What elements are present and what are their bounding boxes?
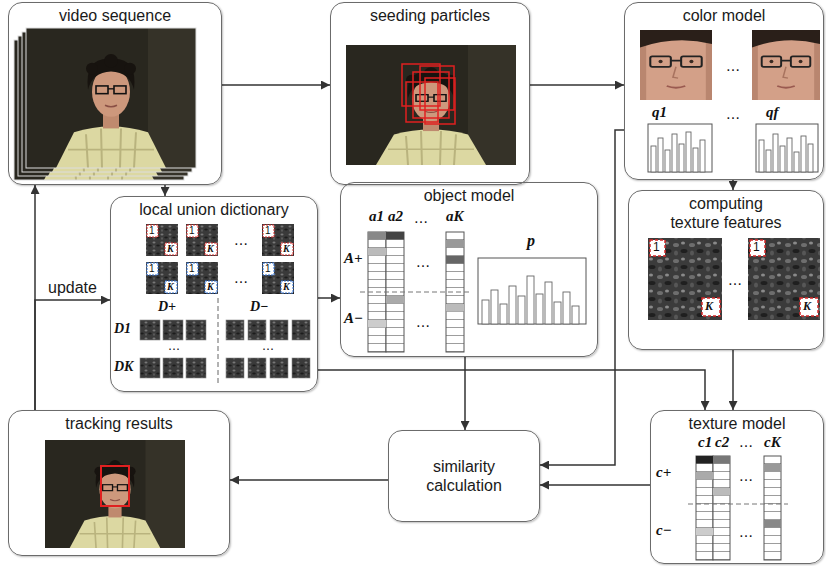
flow-arrow (464, 357, 466, 430)
math-symbol: aK (446, 208, 464, 225)
process-box: tracking results (8, 410, 230, 556)
flow-arrow (732, 350, 734, 410)
math-symbol: D− (250, 299, 269, 315)
tracking-frame (45, 440, 185, 548)
process-box: seeding particles (330, 2, 530, 185)
math-symbol: c− (656, 522, 672, 539)
edge-label: update (46, 278, 99, 297)
math-symbol: K (207, 281, 214, 293)
patch-index: 1 (753, 241, 760, 255)
ellipsis: … (262, 340, 274, 354)
box-heading: video sequence (59, 6, 171, 25)
box-heading: local union dictionary (139, 200, 288, 219)
math-symbol: A+ (344, 250, 363, 267)
patch-index: 1 (653, 241, 660, 255)
process-box: video sequence (8, 2, 222, 185)
process-box: similarity calculation (388, 430, 540, 522)
flow-arrow (540, 484, 650, 486)
ellipsis: … (234, 232, 248, 248)
math-symbol: K (207, 243, 214, 255)
math-symbol: q1 (652, 104, 667, 121)
process-box: computing texture features (628, 190, 824, 350)
math-symbol: cK (764, 434, 781, 451)
flow-arrow (732, 180, 734, 190)
math-symbol: c1 (698, 434, 712, 451)
ellipsis: … (739, 434, 753, 450)
color-histograms (640, 30, 820, 172)
flow-arrow (222, 84, 330, 86)
patch-index: 1 (265, 263, 271, 275)
math-symbol: a2 (388, 208, 403, 225)
process-box: local union dictionary (110, 196, 318, 392)
ellipsis: … (416, 254, 430, 270)
math-symbol: K (167, 243, 174, 255)
math-symbol: K (167, 281, 174, 293)
box-heading: texture model (689, 414, 786, 433)
box-heading: seeding particles (370, 6, 490, 25)
box-heading: similarity calculation (414, 457, 514, 495)
process-box: color model (624, 2, 824, 180)
math-symbol: c2 (715, 434, 729, 451)
patch-index: 1 (189, 225, 195, 237)
flow-arrow (164, 185, 166, 196)
ellipsis: … (416, 314, 430, 330)
ellipsis: … (726, 106, 740, 122)
ellipsis: … (168, 340, 180, 354)
math-symbol: a1 (369, 208, 384, 225)
ellipsis: … (414, 210, 428, 226)
math-symbol: K (705, 300, 713, 314)
object-matrix (360, 232, 586, 352)
flow-arrow (230, 479, 388, 481)
patch-index: 1 (149, 263, 155, 275)
math-symbol: K (283, 243, 290, 255)
ellipsis: … (234, 270, 248, 286)
process-box: texture model (650, 410, 824, 564)
ellipsis: … (739, 524, 753, 540)
patch-index: 1 (265, 225, 271, 237)
math-symbol: p (527, 232, 535, 250)
flow-arrow (35, 300, 110, 410)
flow-arrow (540, 130, 624, 465)
math-symbol: qf (766, 104, 779, 121)
box-heading: computing texture features (666, 194, 786, 232)
patch-index: 1 (149, 225, 155, 237)
math-symbol: D+ (158, 299, 176, 315)
ellipsis: … (728, 272, 742, 288)
texture-patches (648, 238, 820, 320)
math-symbol: c+ (656, 464, 671, 481)
math-symbol: D1 (114, 321, 131, 337)
math-symbol: A− (344, 310, 363, 327)
box-heading: color model (683, 6, 766, 25)
math-symbol: K (283, 281, 290, 293)
ellipsis: … (726, 58, 740, 74)
video-frames (14, 28, 196, 180)
texture-matrix (688, 456, 788, 560)
dictionary-patches (140, 224, 310, 386)
box-heading: tracking results (65, 414, 173, 433)
particle-frame (346, 45, 516, 165)
patch-index: 1 (189, 263, 195, 275)
flow-arrow (530, 84, 624, 86)
box-heading: object model (424, 186, 515, 205)
flow-arrow (318, 297, 340, 299)
ellipsis: … (739, 468, 753, 484)
math-symbol: K (803, 300, 811, 314)
math-symbol: DK (114, 359, 133, 375)
flow-arrow (318, 370, 705, 410)
